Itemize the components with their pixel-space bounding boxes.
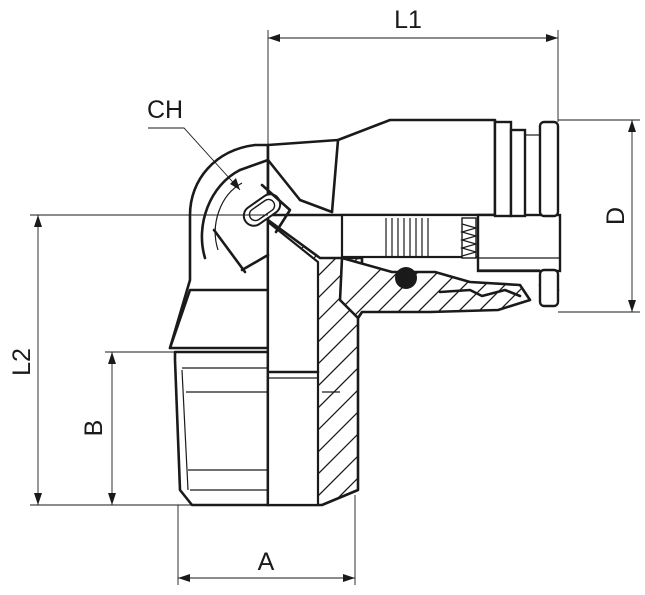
dimension-l2: L2 bbox=[8, 215, 42, 505]
swivel-edge-2 bbox=[266, 158, 302, 202]
teeth-zigzag bbox=[459, 223, 479, 257]
collet-head bbox=[493, 120, 560, 308]
swivel-arc-outer bbox=[200, 168, 242, 260]
collet-flange-bottom bbox=[538, 268, 560, 308]
thread-outline-left bbox=[173, 350, 270, 507]
body-outline bbox=[168, 143, 270, 350]
dimension-b: B bbox=[80, 352, 116, 505]
collet-groove bbox=[509, 128, 527, 218]
dimension-l1: L1 bbox=[268, 6, 558, 42]
o-ring bbox=[395, 267, 417, 289]
collet-flange bbox=[538, 120, 560, 218]
swivel-detail bbox=[200, 138, 340, 274]
grip-ring bbox=[385, 218, 429, 258]
swivel-edge-3 bbox=[298, 198, 334, 214]
threaded-stem bbox=[173, 350, 270, 507]
swivel-edge-4 bbox=[330, 138, 340, 214]
callout-ch: CH bbox=[147, 96, 241, 191]
dimensions: L1 D L2 B A bbox=[8, 6, 636, 582]
retention-clip bbox=[438, 288, 522, 298]
label-ch: CH bbox=[147, 96, 183, 124]
arm-section bbox=[338, 213, 562, 320]
label-d: D bbox=[602, 207, 630, 225]
pin-clip bbox=[260, 183, 292, 234]
dimension-d: D bbox=[602, 120, 636, 312]
swivel-bracket bbox=[212, 228, 270, 274]
collet-neck bbox=[493, 120, 513, 218]
label-a: A bbox=[258, 548, 275, 576]
label-b: B bbox=[80, 420, 108, 437]
collet-sleeve bbox=[476, 213, 562, 273]
shoulder-left bbox=[168, 288, 270, 350]
label-l1: L1 bbox=[394, 6, 422, 34]
label-l2: L2 bbox=[8, 348, 36, 376]
stem-bore bbox=[266, 219, 320, 507]
dimension-a: A bbox=[178, 548, 355, 582]
guide-lines bbox=[30, 30, 640, 585]
thread-inner-left bbox=[181, 369, 189, 491]
swivel-edge-1 bbox=[238, 158, 270, 172]
